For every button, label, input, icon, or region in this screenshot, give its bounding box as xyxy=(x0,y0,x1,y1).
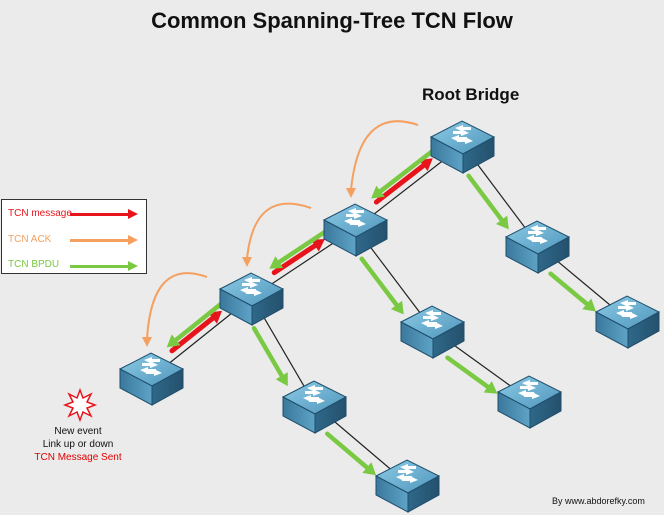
switch-arrows-icon xyxy=(396,464,418,483)
links-layer xyxy=(151,144,629,485)
switch-arrows-icon xyxy=(518,380,540,399)
root-bridge-label: Root Bridge xyxy=(422,85,520,104)
event-description: New event Link up or down TCN Message Se… xyxy=(30,425,126,464)
switch-arrows-icon xyxy=(616,300,638,319)
flow-tcn-message-s4-s2 xyxy=(271,239,325,276)
flow-tcn-bpdu-root-s2 xyxy=(371,148,435,199)
flows-layer xyxy=(142,120,596,476)
flow-tcn-ack-s2-s4 xyxy=(242,202,312,267)
flow-tcn-bpdu-s3-s6 xyxy=(548,271,596,312)
switch-arrows-icon xyxy=(344,208,366,227)
event-line-1: New event xyxy=(54,426,102,437)
switch-arrows-icon xyxy=(526,225,548,244)
switch-arrows-icon xyxy=(140,357,162,376)
starburst-icon xyxy=(62,387,98,423)
legend-label: TCN message xyxy=(8,208,72,219)
legend-swatch-tcn-ack xyxy=(70,239,130,242)
arrowhead-icon xyxy=(128,261,138,271)
switch-s9 xyxy=(496,375,563,429)
flow-tcn-bpdu-root-s3 xyxy=(466,173,509,230)
flow-tcn-bpdu-s8-s10 xyxy=(325,431,377,476)
flow-tcn-bpdu-s2-s5 xyxy=(359,256,404,315)
legend-swatch-tcn-message xyxy=(70,213,130,216)
switch-arrows-icon xyxy=(303,385,325,404)
legend-label: TCN BPDU xyxy=(8,259,60,270)
legend-label: TCN ACK xyxy=(8,234,52,245)
switch-s2 xyxy=(322,203,389,257)
switch-arrows-icon xyxy=(240,277,262,296)
diagram-title: Common Spanning-Tree TCN Flow xyxy=(151,8,513,33)
legend-item-tcn-bpdu: TCN BPDU xyxy=(8,259,59,270)
arrowhead-icon xyxy=(128,209,138,219)
event-line-3: TCN Message Sent xyxy=(34,452,122,463)
switch-s8 xyxy=(281,380,348,434)
switch-s10 xyxy=(374,459,441,513)
flow-tcn-bpdu-s4-s8 xyxy=(251,325,288,387)
switch-arrows-icon xyxy=(421,310,443,329)
event-line-2: Link up or down xyxy=(42,439,114,450)
flow-tcn-bpdu-s2-s4 xyxy=(269,229,328,269)
switches-layer xyxy=(118,120,661,513)
flow-tcn-message-s2-root xyxy=(373,158,433,205)
switch-s4 xyxy=(218,272,285,326)
flow-tcn-bpdu-s4-s7 xyxy=(166,301,224,348)
flow-tcn-ack-s4-s7 xyxy=(142,272,208,347)
legend-swatch-tcn-bpdu xyxy=(70,265,130,268)
legend-item-tcn-ack: TCN ACK xyxy=(8,234,51,245)
flow-tcn-bpdu-s5-s9 xyxy=(445,355,498,394)
switch-s7 xyxy=(118,352,185,406)
root-bridge-switch xyxy=(429,120,496,174)
flow-tcn-ack-root-s2 xyxy=(346,120,419,198)
legend: TCN message TCN ACK TCN BPDU xyxy=(1,199,147,274)
arrowhead-icon xyxy=(128,235,138,245)
legend-item-tcn-message: TCN message xyxy=(8,208,72,219)
switch-s6 xyxy=(594,295,661,349)
switch-s5 xyxy=(399,305,466,359)
switch-arrows-icon xyxy=(451,125,473,144)
switch-s3 xyxy=(504,220,571,274)
credit-text: By www.abdorefky.com xyxy=(552,496,645,506)
